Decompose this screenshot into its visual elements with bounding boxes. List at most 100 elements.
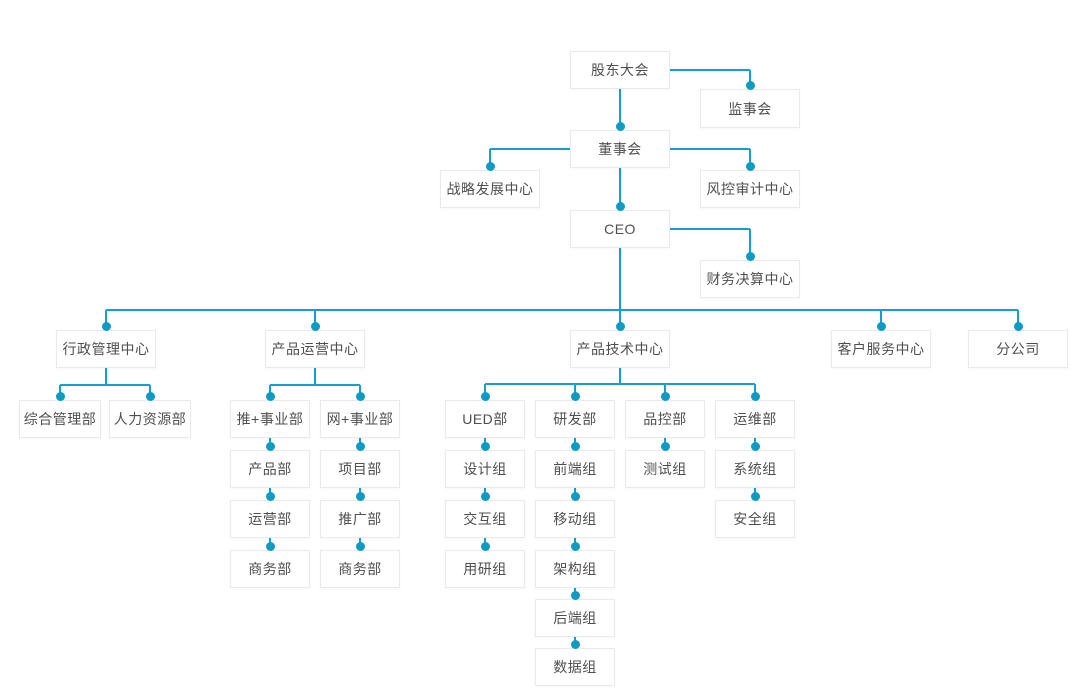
org-node-qc-dept: 品控部 (625, 400, 705, 438)
connector-dot (570, 391, 580, 401)
connector-line (485, 383, 755, 385)
connector-dot (750, 441, 760, 451)
connector-line (489, 149, 491, 170)
org-node-label: 后端组 (553, 610, 597, 626)
org-node-product-ops-center: 产品运营中心 (265, 330, 365, 368)
org-node-data-group: 数据组 (535, 648, 615, 686)
org-node-label: 品控部 (643, 411, 687, 427)
org-node-label: CEO (604, 221, 636, 237)
org-node-label: 人力资源部 (113, 411, 187, 427)
connector-dot (55, 391, 65, 401)
org-node-supervisory-board: 监事会 (700, 89, 800, 128)
org-node-ceo: CEO (570, 210, 670, 248)
connector-dot (355, 391, 365, 401)
org-node-testing-group: 测试组 (625, 450, 705, 488)
connector-line (619, 368, 621, 384)
connector-dot (615, 201, 625, 211)
connector-line (60, 384, 150, 386)
connector-line (619, 248, 621, 310)
org-node-security-group: 安全组 (715, 500, 795, 538)
org-node-frontend-group: 前端组 (535, 450, 615, 488)
org-node-risk-audit-center: 风控审计中心 (700, 170, 800, 208)
connector-line (105, 310, 107, 330)
org-node-product-tech-center: 产品技术中心 (570, 330, 670, 368)
org-node-wang-business-unit: 网+事业部 (320, 400, 400, 438)
org-node-label: 董事会 (598, 141, 642, 157)
org-node-label: 测试组 (643, 461, 687, 477)
connector-dot (355, 541, 365, 551)
connector-line (314, 368, 316, 385)
org-node-rnd-dept: 研发部 (535, 400, 615, 438)
connector-dot (745, 161, 755, 171)
connector-dot (355, 441, 365, 451)
org-node-label: 分公司 (996, 341, 1040, 357)
org-node-board-of-directors: 董事会 (570, 130, 670, 168)
connector-dot (480, 491, 490, 501)
connector-line (105, 368, 107, 385)
connector-dot (750, 391, 760, 401)
org-node-label: 商务部 (338, 561, 382, 577)
connector-dot (570, 491, 580, 501)
org-node-label: 移动组 (553, 511, 597, 527)
org-node-label: 设计组 (463, 461, 507, 477)
org-node-label: 产品运营中心 (271, 341, 359, 357)
org-node-label: 推+事业部 (236, 411, 304, 427)
org-node-label: UED部 (462, 411, 508, 427)
connector-dot (1013, 321, 1023, 331)
connector-line (490, 148, 570, 150)
org-node-customer-service-center: 客户服务中心 (831, 330, 931, 368)
connector-dot (485, 161, 495, 171)
org-node-label: 股东大会 (591, 62, 649, 78)
connector-dot (101, 321, 111, 331)
org-node-label: 运维部 (733, 411, 777, 427)
org-node-branch-company: 分公司 (968, 330, 1068, 368)
org-node-label: 战略发展中心 (446, 181, 534, 197)
org-node-operations-dept: 运营部 (230, 500, 310, 538)
org-node-design-group: 设计组 (445, 450, 525, 488)
org-node-project-dept: 项目部 (320, 450, 400, 488)
org-node-label: 财务决算中心 (706, 271, 794, 287)
org-node-interaction-group: 交互组 (445, 500, 525, 538)
org-node-label: 数据组 (553, 659, 597, 675)
connector-dot (480, 441, 490, 451)
org-node-business-dept-wang: 商务部 (320, 550, 400, 588)
connector-dot (480, 541, 490, 551)
connector-line (670, 148, 750, 150)
connector-dot (145, 391, 155, 401)
org-node-mobile-group: 移动组 (535, 500, 615, 538)
org-node-shareholders-meeting: 股东大会 (570, 51, 670, 89)
org-node-tui-business-unit: 推+事业部 (230, 400, 310, 438)
connector-line (270, 384, 360, 386)
org-node-admin-center: 行政管理中心 (56, 330, 156, 368)
org-node-label: 网+事业部 (326, 411, 394, 427)
org-node-label: 产品技术中心 (576, 341, 664, 357)
connector-dot (570, 590, 580, 600)
connector-line (670, 69, 750, 71)
connector-line (106, 309, 1018, 311)
connector-line (314, 310, 316, 330)
connector-dot (480, 391, 490, 401)
org-node-label: 项目部 (338, 461, 382, 477)
connector-dot (570, 639, 580, 649)
connector-line (1017, 310, 1019, 330)
connector-line (749, 149, 751, 170)
connector-dot (570, 441, 580, 451)
org-node-finance-center: 财务决算中心 (700, 260, 800, 298)
connector-line (749, 229, 751, 260)
org-node-user-research-group: 用研组 (445, 550, 525, 588)
org-node-ops-maintenance-dept: 运维部 (715, 400, 795, 438)
org-node-label: 安全组 (733, 511, 777, 527)
org-node-general-mgmt-dept: 综合管理部 (19, 400, 101, 438)
org-node-strategy-dev-center: 战略发展中心 (440, 170, 540, 208)
org-node-label: 交互组 (463, 511, 507, 527)
connector-line (619, 310, 621, 330)
connector-line (670, 228, 750, 230)
connector-dot (310, 321, 320, 331)
connector-dot (615, 321, 625, 331)
org-node-label: 运营部 (248, 511, 292, 527)
org-node-business-dept-tui: 商务部 (230, 550, 310, 588)
connector-dot (750, 491, 760, 501)
connector-dot (355, 491, 365, 501)
org-node-backend-group: 后端组 (535, 599, 615, 637)
